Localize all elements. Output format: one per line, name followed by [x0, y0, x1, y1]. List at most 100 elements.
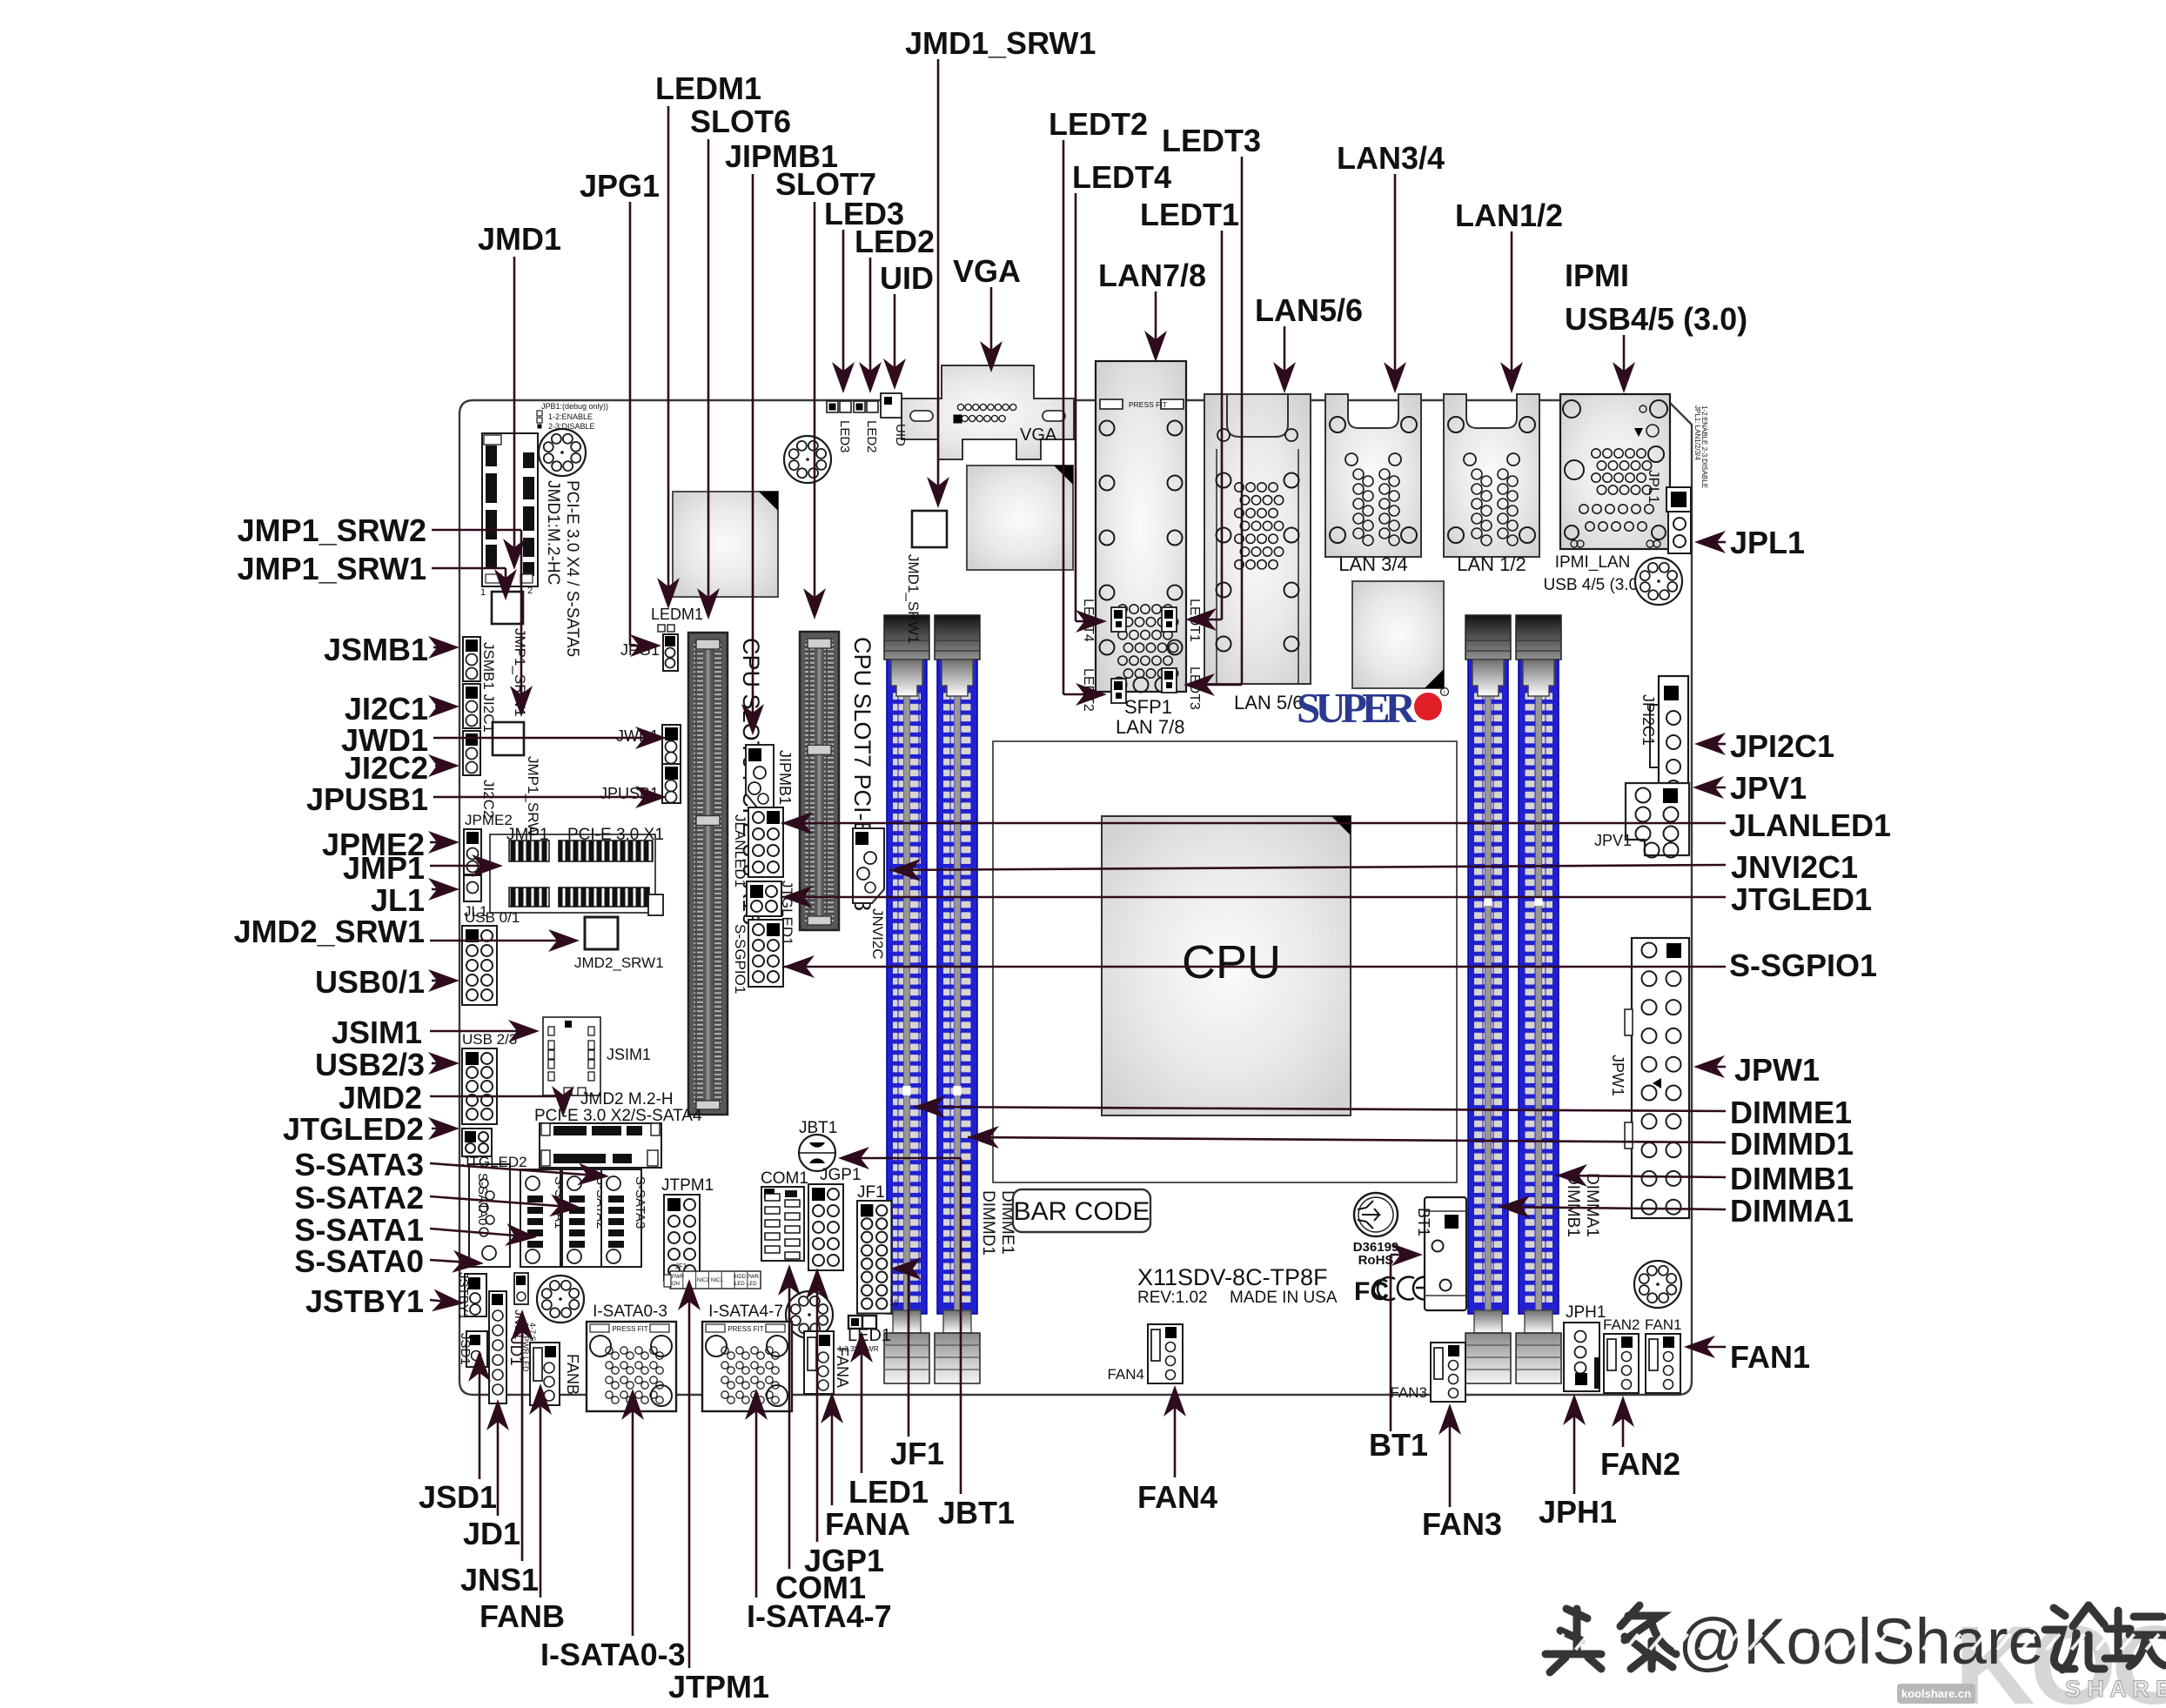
svg-text:I-SATA0-3: I-SATA0-3	[593, 1303, 667, 1321]
svg-text:FANB: FANB	[479, 1598, 565, 1634]
svg-text:JPB1:(debug only)): JPB1:(debug only))	[541, 402, 608, 411]
svg-text:JSD1: JSD1	[419, 1479, 497, 1515]
svg-text:USB2/3: USB2/3	[315, 1047, 425, 1082]
svg-text:I-SATA4-7: I-SATA4-7	[708, 1303, 783, 1321]
svg-text:JGP1: JGP1	[804, 1543, 884, 1578]
svg-text:USB 0/1: USB 0/1	[465, 909, 520, 926]
svg-text:LEDM1: LEDM1	[651, 606, 703, 623]
svg-text:FAN1: FAN1	[1645, 1316, 1682, 1333]
svg-text:JPV1: JPV1	[1730, 770, 1807, 806]
svg-text:S-SATA3: S-SATA3	[294, 1147, 424, 1182]
svg-text:LED: LED	[734, 1282, 745, 1287]
svg-text:R: R	[2132, 1676, 2149, 1702]
svg-text:DIMMA1: DIMMA1	[1730, 1193, 1854, 1229]
svg-text:JD1: JD1	[463, 1516, 520, 1551]
svg-text:UID: UID	[880, 260, 934, 296]
svg-text:JMD1_SRW1: JMD1_SRW1	[905, 554, 922, 644]
svg-text:SFP1: SFP1	[1124, 696, 1172, 718]
svg-text:PCI-E 3.0 X1: PCI-E 3.0 X1	[567, 826, 664, 844]
svg-text:JL1: JL1	[464, 903, 487, 920]
svg-text:JNVI2C1: JNVI2C1	[1731, 849, 1858, 885]
svg-text:FANA: FANA	[834, 1347, 851, 1388]
svg-text:USB 4/5 (3.0): USB 4/5 (3.0)	[1543, 576, 1643, 594]
svg-text:r: r	[1444, 691, 1445, 696]
svg-text:USB 2/3: USB 2/3	[462, 1031, 517, 1048]
svg-text:SLOT6: SLOT6	[690, 104, 791, 139]
svg-text:JSMB1 JI2C1: JSMB1 JI2C1	[480, 642, 497, 733]
svg-text:PRESS FIT: PRESS FIT	[1129, 400, 1167, 409]
svg-text:1: 1	[480, 587, 486, 598]
svg-text:D36199: D36199	[1353, 1240, 1399, 1255]
svg-text:DIMME1: DIMME1	[1730, 1095, 1852, 1130]
svg-text:JGP1: JGP1	[820, 1166, 862, 1184]
svg-text:JMD2: JMD2	[339, 1080, 422, 1115]
svg-text:PRESS FIT: PRESS FIT	[728, 1325, 763, 1333]
svg-text:IPMI_LAN: IPMI_LAN	[1555, 553, 1631, 572]
svg-text:S-SATA3: S-SATA3	[633, 1176, 647, 1229]
svg-text:JL1: JL1	[371, 882, 425, 918]
svg-text:PWR: PWR	[747, 1275, 760, 1280]
svg-text:JPL1: JPL1	[1646, 470, 1662, 504]
svg-text:2: 2	[527, 586, 533, 596]
svg-text:BT1: BT1	[1369, 1427, 1428, 1463]
svg-text:FAN4: FAN4	[1107, 1366, 1144, 1383]
svg-text:LAN7/8: LAN7/8	[1098, 258, 1206, 293]
svg-text:LAN 5/6: LAN 5/6	[1234, 692, 1304, 713]
svg-text:JNVI2C: JNVI2C	[869, 908, 886, 960]
svg-text:JSIM1: JSIM1	[607, 1046, 651, 1063]
svg-text:PCI-E 3.0 X4 / S-SATA5: PCI-E 3.0 X4 / S-SATA5	[563, 480, 581, 657]
svg-text:LEDT2: LEDT2	[1049, 106, 1148, 142]
svg-text:DIMMD1: DIMMD1	[979, 1190, 997, 1256]
svg-text:FAN2: FAN2	[1600, 1446, 1680, 1482]
svg-text:COM1: COM1	[761, 1169, 808, 1188]
svg-text:JD1: JD1	[506, 1336, 525, 1366]
svg-text:2-3:DISABLE: 2-3:DISABLE	[548, 422, 595, 431]
svg-text:S-SATA1: S-SATA1	[294, 1212, 424, 1248]
svg-text:JPL1: JPL1	[1730, 525, 1805, 560]
svg-text:JPW1: JPW1	[1609, 1055, 1626, 1096]
svg-text:LED3: LED3	[824, 196, 904, 231]
svg-text:koolshare.cn: koolshare.cn	[1901, 1687, 1971, 1700]
svg-text:HDD: HDD	[734, 1275, 747, 1280]
svg-text:LAN 3/4: LAN 3/4	[1338, 553, 1408, 575]
svg-text:1-2:ENABLE 2-3:DISABLE: 1-2:ENABLE 2-3:DISABLE	[1700, 405, 1708, 488]
svg-text:X11SDV-8C-TP8F: X11SDV-8C-TP8F	[1137, 1264, 1328, 1290]
svg-text:JMD1:M.2-HC: JMD1:M.2-HC	[544, 480, 562, 585]
svg-text:JSTBY1: JSTBY1	[456, 1272, 471, 1320]
svg-text:JPH1: JPH1	[1539, 1494, 1617, 1530]
svg-text:BAR CODE: BAR CODE	[1014, 1197, 1150, 1226]
svg-text:LEDT1: LEDT1	[1140, 197, 1239, 232]
svg-text:LEDT3: LEDT3	[1162, 123, 1261, 158]
svg-text:LED1: LED1	[848, 1474, 929, 1510]
svg-text:LED2: LED2	[855, 224, 935, 259]
svg-text:FAN4: FAN4	[1137, 1479, 1217, 1515]
svg-text:JPME2: JPME2	[465, 812, 513, 828]
svg-text:S-SGPIO1: S-SGPIO1	[732, 924, 748, 994]
svg-text:LEDT4: LEDT4	[1072, 159, 1171, 195]
svg-text:H: H	[2087, 1676, 2104, 1702]
svg-text:JMD1_SRW1: JMD1_SRW1	[905, 25, 1096, 61]
svg-text:S-SATA0: S-SATA0	[475, 1173, 490, 1225]
svg-text:DIMMD1: DIMMD1	[1730, 1126, 1854, 1162]
svg-text:COM1: COM1	[775, 1570, 866, 1605]
svg-text:JF1: JF1	[890, 1436, 944, 1471]
svg-text:JI2C1: JI2C1	[345, 691, 428, 727]
svg-text:JNS1: JNS1	[460, 1562, 539, 1597]
svg-text:16: 16	[889, 1298, 898, 1307]
svg-text:LAN1/2: LAN1/2	[1455, 198, 1563, 233]
svg-text:JI2C2: JI2C2	[345, 750, 428, 786]
svg-text:PRESS FIT: PRESS FIT	[612, 1325, 647, 1333]
svg-text:DIMMB1: DIMMB1	[1564, 1173, 1582, 1237]
svg-text:S-SATA2: S-SATA2	[294, 1180, 424, 1216]
svg-text:JPUSB1: JPUSB1	[306, 781, 428, 817]
svg-text:VGA: VGA	[1020, 425, 1057, 445]
svg-text:LAN 1/2: LAN 1/2	[1457, 553, 1526, 575]
svg-text:JSTBY1: JSTBY1	[305, 1283, 424, 1319]
svg-text:S: S	[2065, 1676, 2081, 1702]
svg-text:LAN3/4: LAN3/4	[1337, 140, 1445, 176]
svg-text:S-SATA0: S-SATA0	[294, 1243, 424, 1279]
svg-text:JPI2C1: JPI2C1	[1730, 728, 1834, 764]
svg-text:JTPM1: JTPM1	[668, 1669, 769, 1705]
svg-text:JIPMB1: JIPMB1	[776, 750, 794, 805]
svg-text:MADE IN USA: MADE IN USA	[1230, 1289, 1338, 1307]
